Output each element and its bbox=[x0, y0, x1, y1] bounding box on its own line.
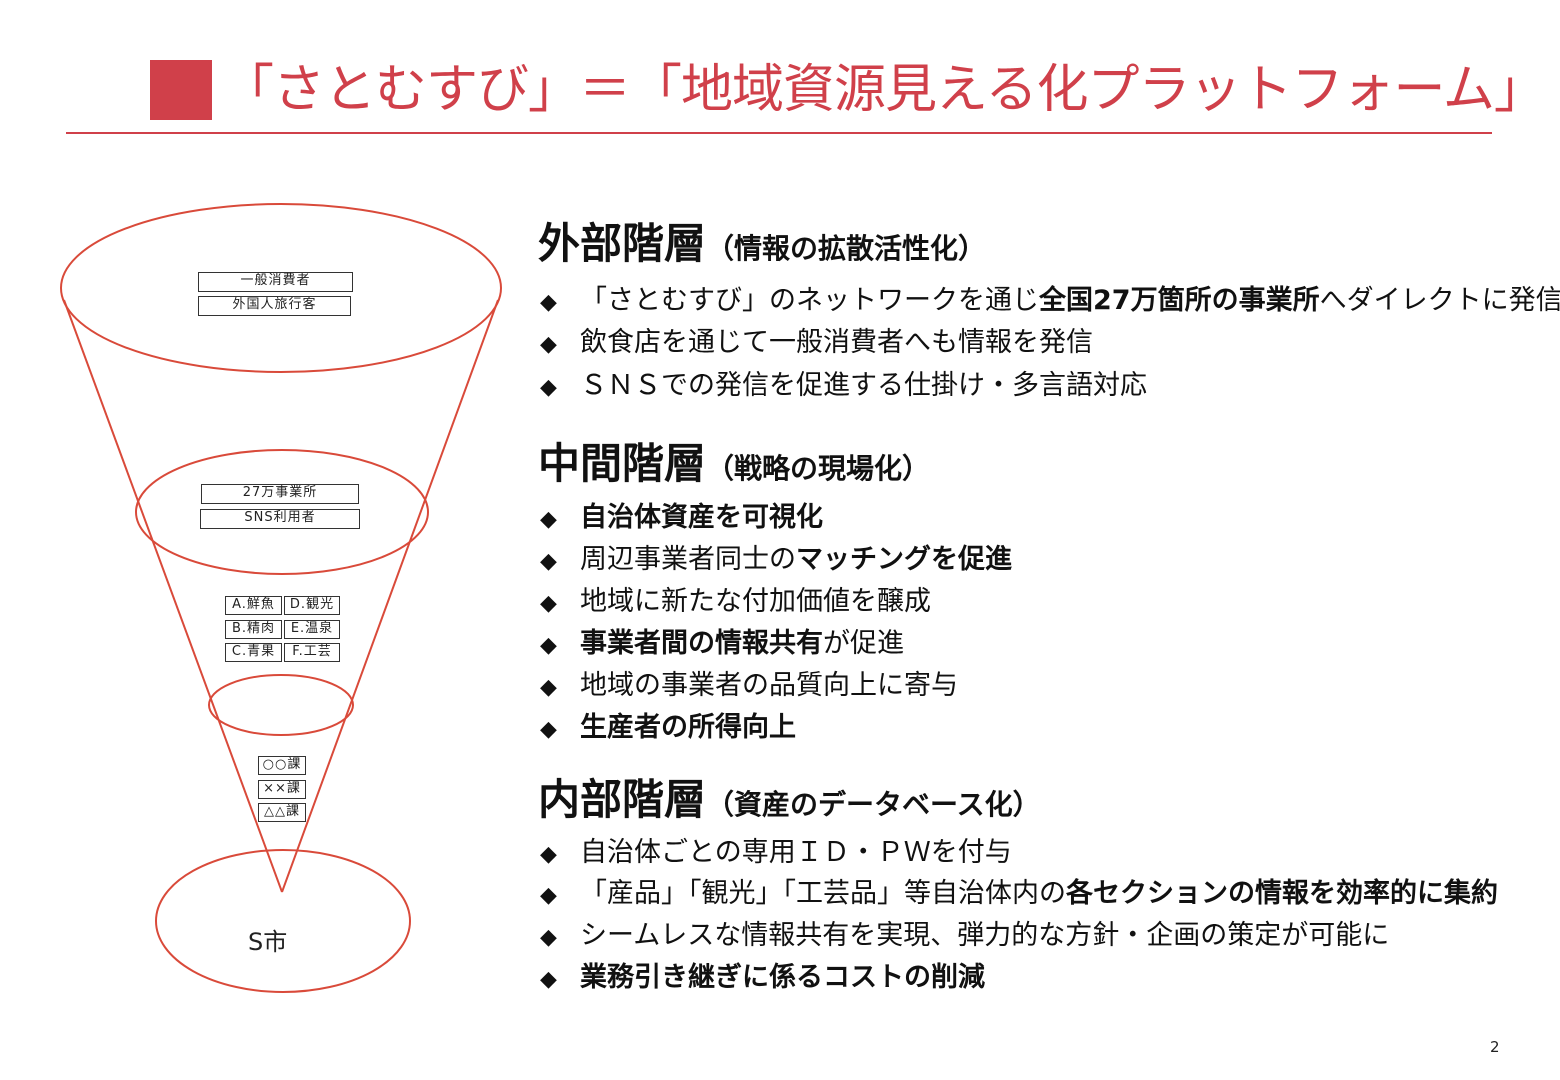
title-divider bbox=[66, 132, 1492, 134]
diamond-bullet-icon: ◆ bbox=[540, 290, 557, 315]
bullet-item: ◆ 周辺事業者同士のマッチングを促進 bbox=[540, 540, 1012, 582]
label-category-hot-springs: E.温泉 bbox=[284, 620, 340, 639]
diamond-bullet-icon: ◆ bbox=[540, 675, 557, 700]
diamond-bullet-icon: ◆ bbox=[540, 883, 557, 908]
bullet-text: 地域の事業者の品質向上に寄与 bbox=[580, 670, 958, 701]
label-section-2: ××課 bbox=[258, 780, 306, 799]
section-heading-outer: 外部階層（情報の拡散活性化） bbox=[538, 218, 986, 275]
heading-sub: （情報の拡散活性化） bbox=[706, 232, 987, 265]
page-number: 2 bbox=[1490, 1038, 1500, 1056]
bullet-emphasis: 全国27万箇所の事業所 bbox=[1039, 285, 1320, 316]
title-accent-square bbox=[150, 60, 212, 120]
diamond-bullet-icon: ◆ bbox=[540, 717, 557, 742]
inner-layer-ellipse bbox=[208, 674, 354, 736]
bullet-emphasis: 自治体資産を可視化 bbox=[580, 502, 823, 533]
section-heading-middle: 中間階層（戦略の現場化） bbox=[538, 438, 930, 495]
bullet-text: ＳＮＳでの発信を促進する仕掛け・多言語対応 bbox=[580, 370, 1147, 401]
label-category-fresh-fish: A.鮮魚 bbox=[225, 596, 282, 615]
bullet-item: ◆ ＳＮＳでの発信を促進する仕掛け・多言語対応 bbox=[540, 366, 1147, 408]
diamond-bullet-icon: ◆ bbox=[540, 967, 557, 992]
bullet-item: ◆ 飲食店を通じて一般消費者へも情報を発信 bbox=[540, 323, 1093, 365]
heading-sub: （資産のデータベース化） bbox=[706, 788, 1041, 821]
bullet-text: 自治体ごとの専用ＩＤ・ＰＷを付与 bbox=[580, 837, 1012, 868]
label-section-1: ○○課 bbox=[258, 756, 306, 775]
bullet-item: ◆ 地域に新たな付加価値を醸成 bbox=[540, 582, 931, 624]
diamond-bullet-icon: ◆ bbox=[540, 375, 557, 400]
diamond-bullet-icon: ◆ bbox=[540, 842, 557, 867]
heading-text: 外部階層 bbox=[538, 219, 707, 268]
label-270k-businesses: 27万事業所 bbox=[201, 484, 359, 504]
bullet-item: ◆ 自治体資産を可視化 bbox=[540, 498, 823, 540]
heading-text: 内部階層 bbox=[538, 775, 707, 824]
middle-layer-ellipse bbox=[135, 449, 429, 575]
bullet-text: シームレスな情報共有を実現、弾力的な方針・企画の策定が可能に bbox=[580, 920, 1390, 951]
funnel-diagram bbox=[60, 203, 502, 993]
outer-layer-ellipse bbox=[60, 203, 502, 373]
diamond-bullet-icon: ◆ bbox=[540, 591, 557, 616]
label-general-consumers: 一般消費者 bbox=[198, 272, 353, 292]
heading-text: 中間階層 bbox=[538, 439, 707, 488]
heading-sub: （戦略の現場化） bbox=[706, 452, 931, 485]
bullet-item: ◆ 業務引き継ぎに係るコストの削減 bbox=[540, 958, 985, 1000]
bullet-text: 飲食店を通じて一般消費者へも情報を発信 bbox=[580, 327, 1093, 358]
bullet-text: 地域に新たな付加価値を醸成 bbox=[580, 586, 931, 617]
bullet-item: ◆ シームレスな情報共有を実現、弾力的な方針・企画の策定が可能に bbox=[540, 916, 1389, 958]
bullet-item: ◆ 「産品」「観光」「工芸品」等自治体内の各セクションの情報を効率的に集約 bbox=[540, 874, 1498, 916]
section-heading-inner: 内部階層（資産のデータベース化） bbox=[538, 774, 1041, 831]
diamond-bullet-icon: ◆ bbox=[540, 925, 557, 950]
label-category-produce: C.青果 bbox=[225, 643, 282, 662]
bullet-text: 「産品」「観光」「工芸品」等自治体内の bbox=[580, 878, 1066, 909]
bullet-emphasis: 事業者間の情報共有 bbox=[580, 628, 823, 659]
bullet-item: ◆ 事業者間の情報共有が促進 bbox=[540, 624, 904, 666]
slide-title: 「さとむすび」＝「地域資源見える化プラットフォーム」 bbox=[222, 60, 1546, 120]
diamond-bullet-icon: ◆ bbox=[540, 549, 557, 574]
diamond-bullet-icon: ◆ bbox=[540, 507, 557, 532]
label-foreign-tourists: 外国人旅行客 bbox=[198, 296, 351, 316]
funnel-right-edge bbox=[281, 299, 499, 893]
label-section-3: △△課 bbox=[258, 803, 306, 822]
bullet-item: ◆ 生産者の所得向上 bbox=[540, 708, 796, 750]
diamond-bullet-icon: ◆ bbox=[540, 633, 557, 658]
funnel-left-edge bbox=[63, 299, 283, 893]
bullet-emphasis: 各セクションの情報を効率的に集約 bbox=[1066, 878, 1498, 909]
bullet-text: 周辺事業者同士の bbox=[580, 544, 796, 575]
bullet-item: ◆ 地域の事業者の品質向上に寄与 bbox=[540, 666, 958, 708]
label-sns-users: SNS利用者 bbox=[200, 509, 360, 529]
bullet-text: が促進 bbox=[823, 628, 904, 659]
city-ellipse bbox=[155, 849, 411, 993]
city-label: S市 bbox=[248, 928, 288, 956]
bullet-item: ◆ 自治体ごとの専用ＩＤ・ＰＷを付与 bbox=[540, 833, 1012, 875]
label-category-meat: B.精肉 bbox=[225, 620, 282, 639]
bullet-emphasis: 生産者の所得向上 bbox=[580, 712, 796, 743]
bullet-item: ◆ 「さとむすび」のネットワークを通じ全国27万箇所の事業所へダイレクトに発信 bbox=[540, 281, 1560, 323]
label-category-tourism: D.観光 bbox=[284, 596, 340, 615]
diamond-bullet-icon: ◆ bbox=[540, 332, 557, 357]
bullet-emphasis: マッチングを促進 bbox=[796, 544, 1012, 575]
label-category-crafts: F.工芸 bbox=[284, 643, 340, 662]
bullet-text: へダイレクトに発信 bbox=[1319, 285, 1560, 316]
bullet-text: 「さとむすび」のネットワークを通じ bbox=[580, 285, 1039, 316]
bullet-emphasis: 業務引き継ぎに係るコストの削減 bbox=[580, 962, 985, 993]
